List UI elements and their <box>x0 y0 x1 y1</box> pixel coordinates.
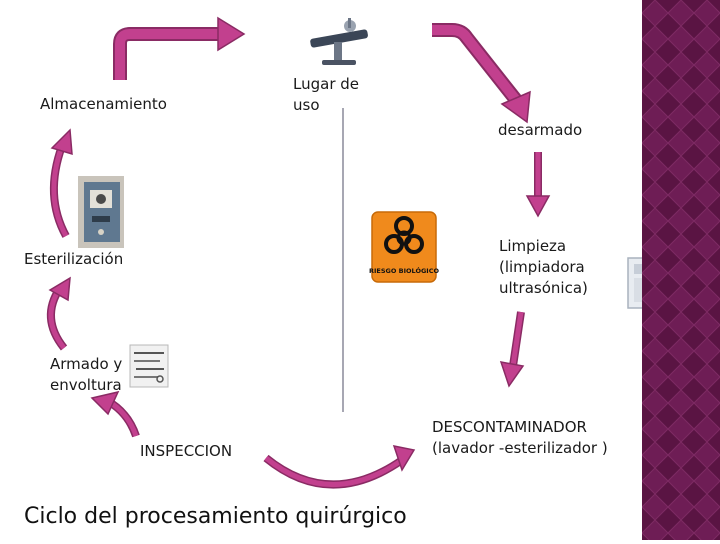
label-limpieza: Limpieza (limpiadora ultrasónica) <box>499 237 588 297</box>
arrow-esterilizacion-to-almacenamiento <box>50 128 73 238</box>
page-title: Ciclo del procesamiento quirúrgico <box>24 504 407 529</box>
arrow-desarmado-to-limpieza <box>525 152 551 218</box>
autoclave-icon <box>78 176 124 248</box>
arrow-inspeccion-to-armado <box>90 390 140 438</box>
instruments-icon <box>129 344 169 388</box>
operating-table-icon <box>310 18 368 65</box>
arrow-uso-to-desarmado <box>432 23 531 124</box>
label-almacenamiento: Almacenamiento <box>40 95 167 113</box>
label-desarmado: desarmado <box>498 121 583 139</box>
label-inspeccion: INSPECCION <box>140 442 233 460</box>
label-lugar-de-uso: Lugar de uso <box>293 75 359 114</box>
arrow-descontaminador-to-inspeccion <box>263 445 416 489</box>
decorative-side-panel <box>642 0 720 540</box>
biohazard-icon: RIESGO BIOLÓGICO <box>369 211 440 283</box>
arrow-armado-to-esterilizacion <box>46 276 71 351</box>
label-esterilizacion: Esterilización <box>24 250 124 268</box>
arrow-almacenamiento-to-uso <box>113 16 246 80</box>
arrow-limpieza-to-descontaminador <box>499 311 525 388</box>
label-descontaminador: DESCONTAMINADOR (lavador -esterilizador … <box>432 418 608 457</box>
label-armado: Armado y envoltura <box>50 355 123 394</box>
biohazard-sign-text: RIESGO BIOLÓGICO <box>369 266 440 275</box>
